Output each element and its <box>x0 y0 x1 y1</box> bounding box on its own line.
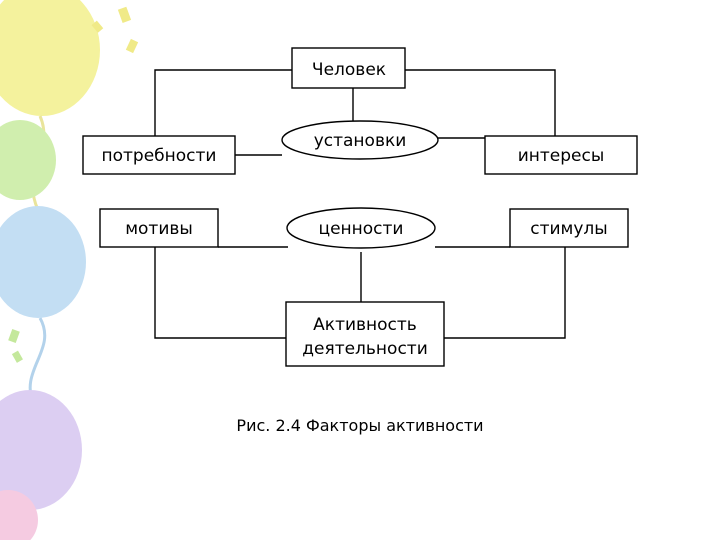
node-activity-label-line1: Активность <box>313 315 417 335</box>
node-needs-label: потребности <box>102 146 217 166</box>
sparkle-icons <box>91 6 139 54</box>
connector-person-interests <box>405 69 556 136</box>
figure-caption: Рис. 2.4 Факторы активности <box>236 416 484 435</box>
node-attitudes-label: установки <box>314 131 407 151</box>
balloon-blue-icon <box>0 206 86 318</box>
node-interests: интересы <box>484 135 638 175</box>
node-person-label: Человек <box>312 60 386 80</box>
connector-person-needs <box>154 69 292 136</box>
node-values: ценности <box>286 207 436 249</box>
balloon-pink-icon <box>0 490 38 540</box>
node-interests-label: интересы <box>518 146 605 166</box>
connector-motives-activity <box>154 247 286 339</box>
balloon-yellow-icon <box>0 0 100 116</box>
node-attitudes: установки <box>281 120 439 160</box>
node-needs: потребности <box>82 135 236 175</box>
node-motives: мотивы <box>99 208 219 248</box>
node-incentives: стимулы <box>509 208 629 248</box>
connectors <box>154 69 566 339</box>
node-motives-label: мотивы <box>125 219 193 239</box>
node-values-label: ценности <box>319 219 404 239</box>
balloon-purple-icon <box>0 390 82 510</box>
balloon-green-icon <box>0 120 56 200</box>
connector-incentives-activity <box>444 247 566 339</box>
node-activity-label-line2: деятельности <box>302 339 428 359</box>
node-incentives-label: стимулы <box>530 219 607 239</box>
node-activity: Активность деятельности <box>285 301 445 367</box>
node-person: Человек <box>291 47 406 89</box>
